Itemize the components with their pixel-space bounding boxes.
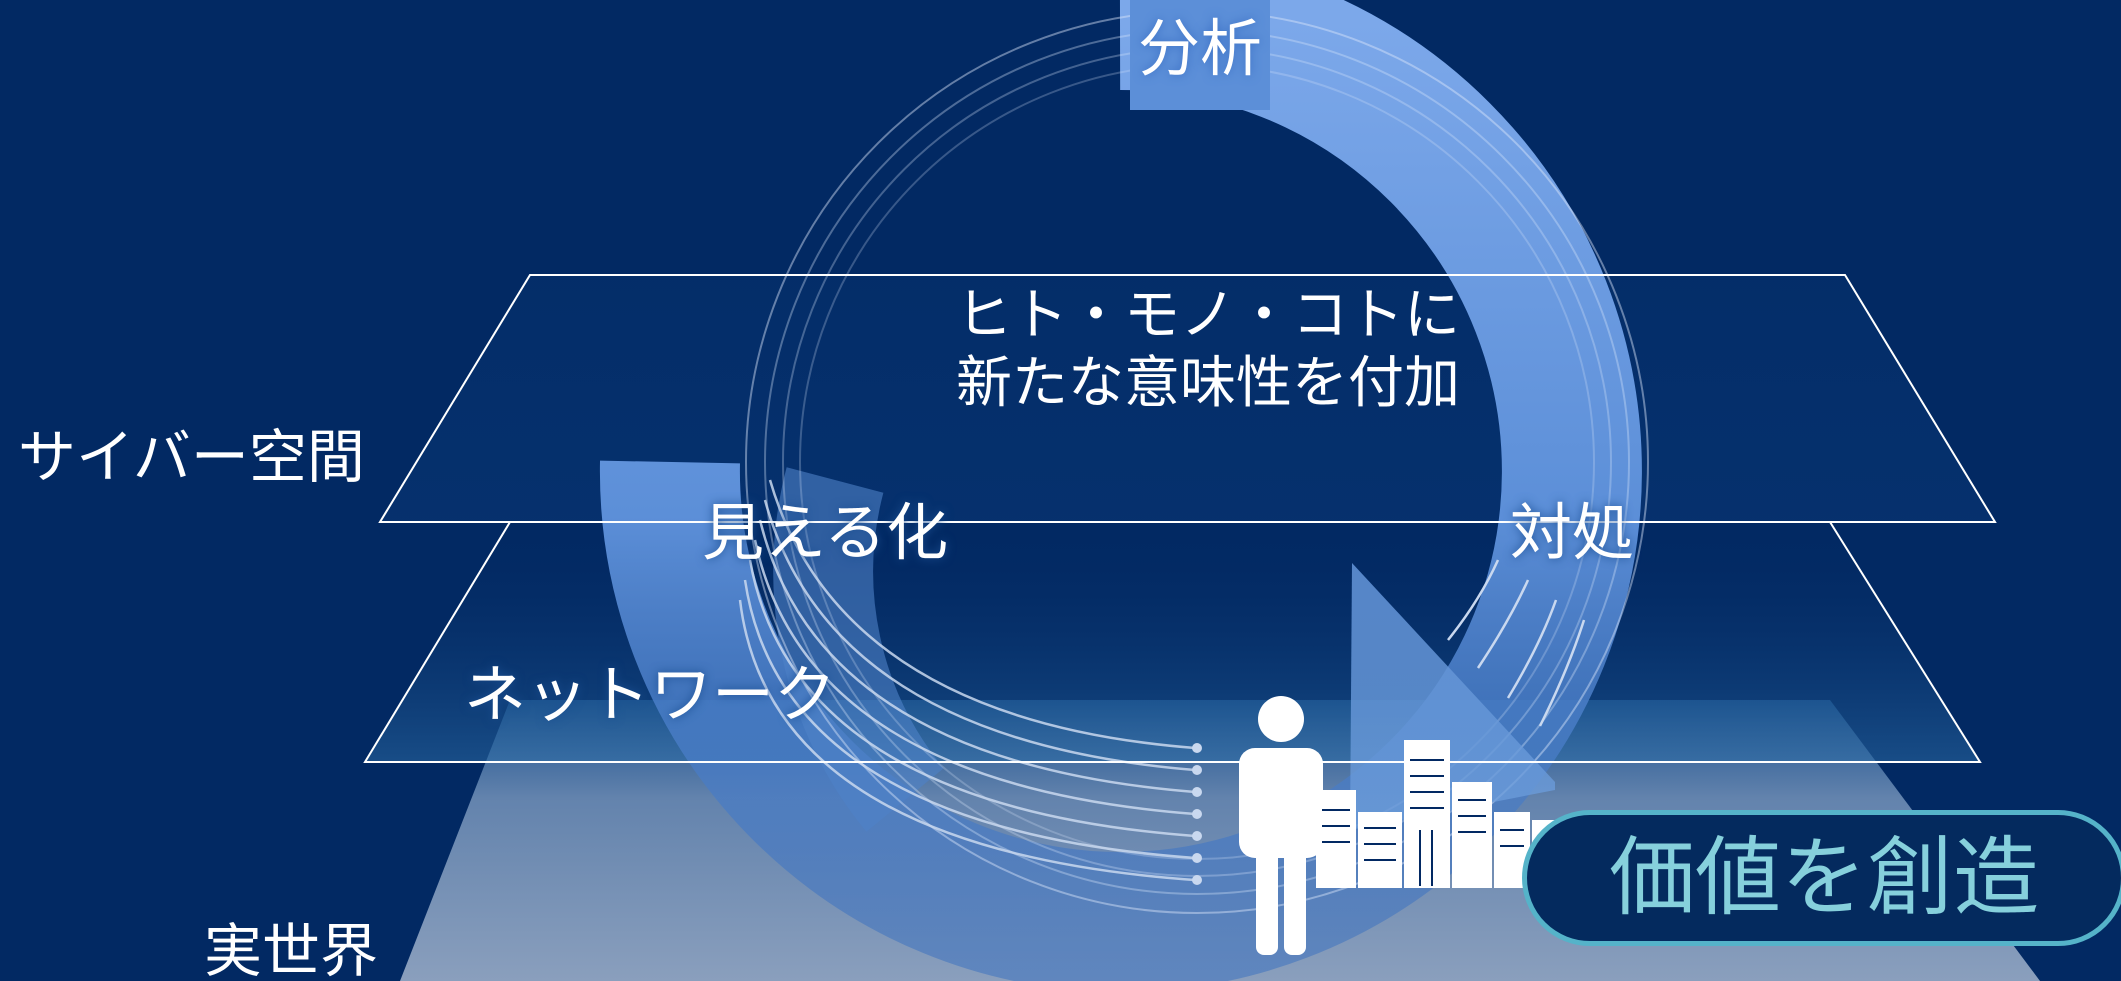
center-caption: ヒト・モノ・コトに 新たな意味性を付加 bbox=[948, 282, 1468, 418]
value-creation-badge: 価値を創造 bbox=[1522, 810, 2121, 946]
cyber-space-label: サイバー空間 bbox=[18, 423, 365, 491]
city-buildings-icon bbox=[1316, 740, 1560, 888]
network-plane-edge bbox=[363, 521, 1982, 763]
center-caption-line2: 新たな意味性を付加 bbox=[956, 351, 1460, 416]
cyber-space-plane-edge bbox=[378, 274, 1997, 523]
analysis-label: 分析 bbox=[1138, 12, 1263, 85]
respond-arrows bbox=[1447, 559, 1586, 727]
real-world-label: 実世界 bbox=[204, 917, 379, 981]
visualize-label: 見える化 bbox=[702, 496, 949, 569]
respond-label: 対処 bbox=[1510, 496, 1635, 569]
value-creation-label: 価値を創造 bbox=[1609, 828, 2039, 928]
person-icon bbox=[1239, 696, 1323, 955]
center-caption-line1: ヒト・モノ・コトに bbox=[956, 283, 1460, 348]
network-label: ネットワーク bbox=[464, 658, 837, 731]
data-stream-lines bbox=[738, 479, 1196, 882]
data-stream-dots bbox=[1192, 743, 1202, 885]
respond-arrow-head bbox=[1350, 563, 1555, 830]
